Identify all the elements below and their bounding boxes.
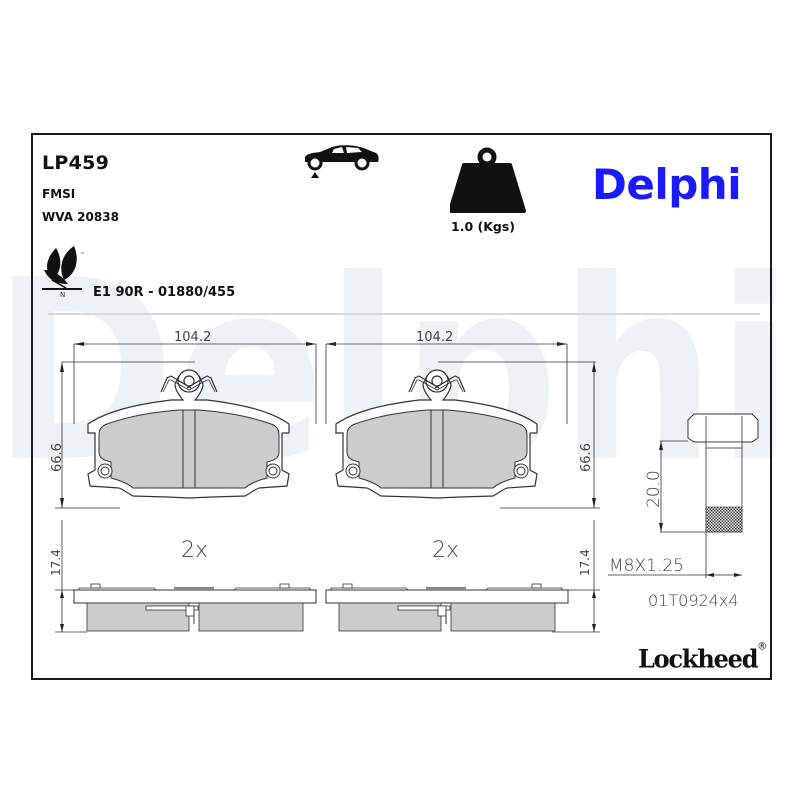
ece-approval-number: E1 90R - 01880/455 xyxy=(93,285,236,300)
left-pad-height-dim: 66.6 xyxy=(50,443,65,472)
weight-icon xyxy=(450,147,526,213)
left-pad-front-view: 104.2 66.6 17.4 2x xyxy=(49,330,317,633)
car-axle-position-icon xyxy=(305,145,379,178)
right-pad-front-view: 104.2 66.6 17.4 2x xyxy=(325,330,600,633)
left-pad-width-dim: 104.2 xyxy=(174,330,211,345)
wva-number: WVA 20838 xyxy=(42,210,119,224)
left-pad-thickness-dim: 17.4 xyxy=(49,549,63,576)
drawing-frame xyxy=(31,133,772,680)
bolt-kit-reference: 01T0924x4 xyxy=(648,591,739,610)
weight-value: 1.0 (Kgs) xyxy=(451,219,515,234)
right-pad-width-dim: 104.2 xyxy=(416,330,453,345)
fmsi-label: FMSI xyxy=(42,187,76,201)
svg-text:N: N xyxy=(60,291,65,299)
right-pad-height-dim: 66.6 xyxy=(579,443,594,472)
lockheed-logo: Lockheed® xyxy=(638,641,768,674)
eco-leaf-icon: ™ N xyxy=(42,246,85,299)
right-pad-quantity: 2x xyxy=(432,538,459,563)
bolt-thread-spec: M8X1.25 xyxy=(609,556,684,576)
bolt-length-dim: 20.0 xyxy=(644,470,664,508)
part-number: LP459 xyxy=(42,152,110,174)
svg-text:™: ™ xyxy=(80,252,85,258)
bolt-drawing: 20.0 M8X1.25 01T0924x4 xyxy=(608,413,759,610)
right-pad-thickness-dim: 17.4 xyxy=(578,549,592,576)
delphi-logo: Delphi xyxy=(592,160,742,209)
section-divider xyxy=(48,313,760,315)
left-pad-quantity: 2x xyxy=(181,538,208,563)
